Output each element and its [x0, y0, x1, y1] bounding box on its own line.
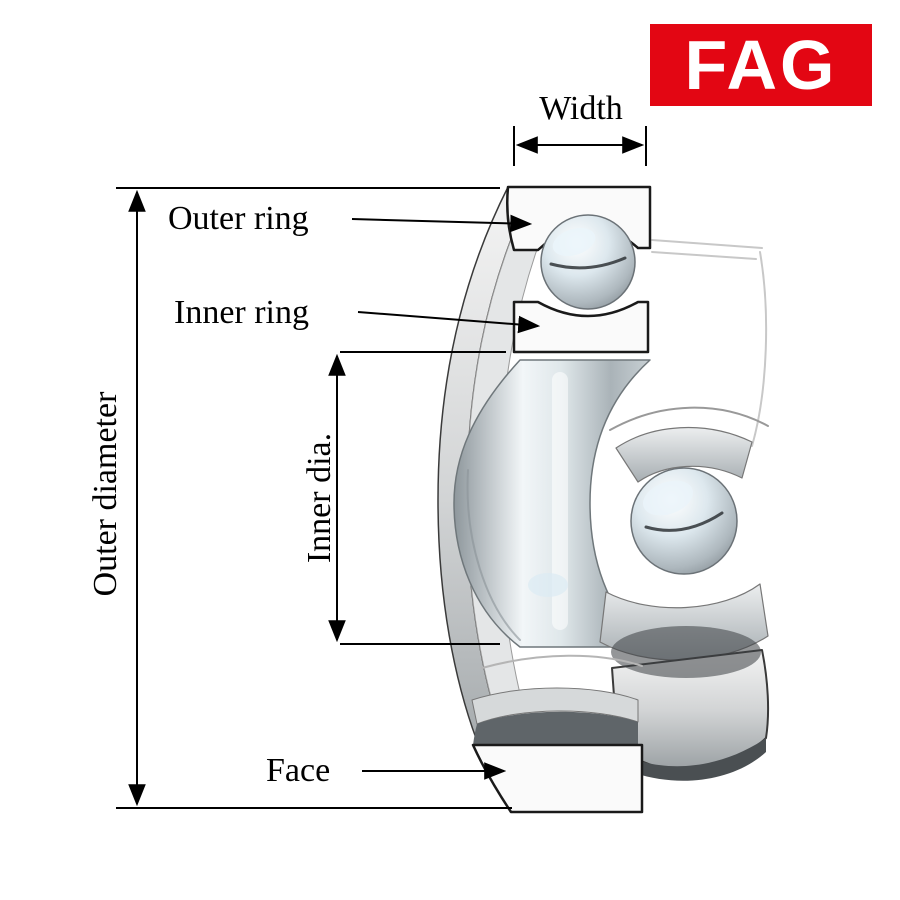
- inner-ring-label: Inner ring: [174, 294, 310, 331]
- bore-depth-line: [466, 469, 521, 641]
- width-dimension: [513, 126, 647, 166]
- outer-diameter-label: Outer diameter: [87, 391, 124, 597]
- outer-diameter-dimension: [116, 187, 512, 809]
- outer-ring-callout-arrow: [351, 214, 533, 233]
- face-label: Face: [266, 752, 331, 789]
- right-ball: [630, 467, 738, 575]
- inner-dia-label: Inner dia.: [301, 432, 338, 564]
- width-label: Width: [539, 90, 623, 127]
- bore-highlight: [552, 372, 568, 630]
- bottom-dark-groove: [473, 711, 638, 745]
- inner-ring-callout-arrow: [357, 311, 541, 334]
- inner-ring-shoulder-arc: [609, 406, 769, 431]
- outer-ring-label: Outer ring: [168, 200, 309, 237]
- fag-logo: FAG: [650, 24, 872, 106]
- inner-dia-dimension: [328, 351, 506, 645]
- bearing-illustration: [437, 185, 770, 814]
- bottom-face-arc: [481, 654, 643, 669]
- fag-logo-text: FAG: [684, 26, 838, 104]
- outer-ring-bottom-underside: [615, 738, 766, 781]
- inner-ring-top-cut-face: [512, 300, 650, 354]
- top-ball: [540, 214, 636, 310]
- outer-ring-bottom-cut-face: [471, 743, 644, 814]
- bore-blue-highlight: [528, 573, 568, 597]
- raceway-perspective-lines: [651, 239, 768, 447]
- dimension-lines: [116, 126, 647, 809]
- ball-shadow: [611, 626, 761, 678]
- bottom-mid-band: [471, 687, 639, 725]
- inner-ring-shoulder-band: [615, 426, 753, 483]
